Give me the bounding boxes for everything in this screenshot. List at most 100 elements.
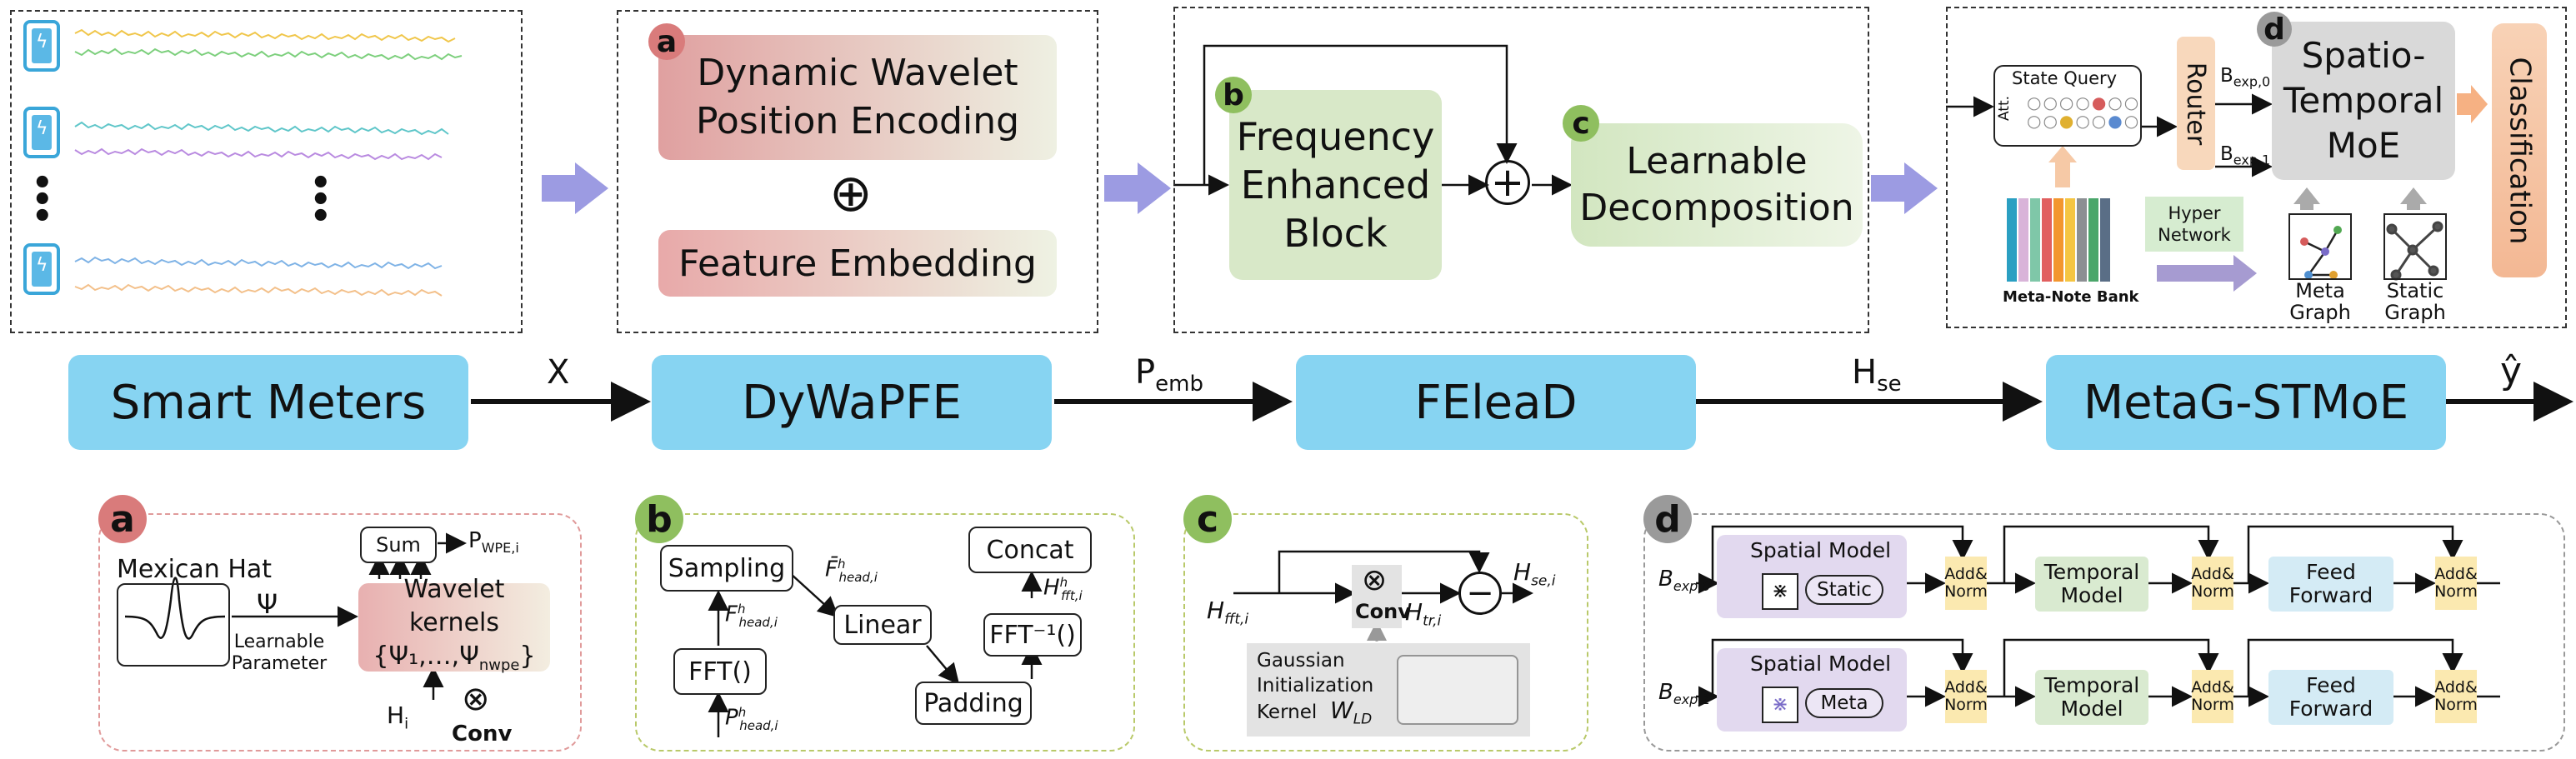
fleead-node: FEleaD — [1296, 355, 1696, 450]
bexp0-label-top: Bexp,0 — [2220, 65, 2271, 90]
edge-label-yhat: ŷ — [2500, 350, 2523, 392]
edge-label-x: X — [547, 353, 570, 392]
bexp1-label-top: Bexp,1 — [2220, 143, 2271, 168]
sampling-box: Sampling — [660, 545, 793, 592]
bottom-c-lines — [1233, 550, 1533, 604]
meta-graph-frame — [2288, 213, 2352, 280]
classification-box: Classification — [2492, 23, 2547, 277]
big-connector-arrows — [542, 162, 1938, 214]
meta-graph-icon — [2300, 226, 2342, 279]
add-norm-2-row0: Add& Norm — [2191, 557, 2234, 610]
pwpe-output-label: PWPE,i — [468, 528, 519, 557]
spatial-model-box-static: Spatial Model ⋇ Static — [1717, 535, 1907, 618]
feature-embedding-box: Feature Embedding — [658, 230, 1057, 297]
edge-label-hse: Hse — [1852, 353, 1902, 397]
meter-icon-2: ϟ — [23, 107, 60, 158]
ellipsis-vertical-icon: ••• — [310, 164, 332, 236]
badge-d-top: d — [2257, 12, 2292, 47]
static-graph-icon — [2386, 221, 2443, 281]
meter-icon-3: ϟ — [23, 243, 60, 295]
ellipsis-vertical-icon: ••• — [32, 164, 53, 236]
moe-flow-lines — [1946, 93, 2273, 177]
learnable-decomposition-box: Learnable Decomposition — [1571, 123, 1863, 247]
p-head-label: Phhead,i — [725, 705, 778, 733]
mexican-hat-curve — [124, 577, 226, 640]
add-norm-2-row1: Add& Norm — [2191, 670, 2234, 723]
state-query-box: State Query Att. ○○○○●○○ ○○●○○●○ — [1993, 65, 2142, 147]
badge-b-top: b — [1215, 77, 1252, 113]
fleead-panel — [1173, 7, 1869, 333]
bank-to-query-arrow — [2048, 146, 2077, 187]
wavelet-kernels-box: Wavelet kernels {Ψ₁,…,Ψnwpe} — [358, 575, 550, 674]
dywapfe-node: DyWaPFE — [652, 355, 1052, 450]
add-norm-3-row1: Add& Norm — [2434, 670, 2478, 723]
frequency-enhanced-block: Frequency Enhanced Block — [1229, 90, 1442, 280]
fleead-flow-lines — [1173, 44, 1573, 196]
sum-box: Sum — [360, 527, 437, 563]
conv-label-a: Conv — [452, 722, 513, 747]
badge-a-bottom: a — [98, 495, 147, 543]
edge-label-pemb: Pemb — [1135, 353, 1203, 397]
spatial-model-box-meta: Spatial Model ⋇ Meta — [1717, 648, 1907, 732]
linear-box: Linear — [833, 605, 932, 645]
padding-box: Padding — [915, 682, 1032, 725]
meter-icon-1: ϟ — [23, 20, 60, 72]
spatio-temporal-moe-box: Spatio- Temporal MoE — [2272, 22, 2455, 180]
dwpe-box: Dynamic Wavelet Position Encoding — [658, 35, 1057, 160]
hi-input-label: Hi — [387, 702, 409, 733]
add-circle-operator: + — [1485, 160, 1530, 205]
fbar-head-label: F̄hhead,i — [825, 557, 878, 585]
add-norm-1-row0: Add& Norm — [1944, 557, 1988, 610]
hfft-input-label: Hfft,i — [1207, 597, 1249, 628]
bottom-c-panel — [1183, 513, 1588, 752]
smart-meters-node: Smart Meters — [68, 355, 468, 450]
conv-operator-a: ⊗ — [462, 680, 490, 718]
badge-c-top: c — [1563, 105, 1599, 142]
hyper-network-box: Hyper Network — [2145, 197, 2243, 252]
psi-label: Ψ — [257, 588, 278, 620]
bottom-d-lines — [1696, 525, 2500, 707]
add-norm-1-row1: Add& Norm — [1944, 670, 1988, 723]
bexp0-input-label: Bexp,0 — [1658, 567, 1711, 595]
htr-label: Htr,i — [1405, 598, 1442, 630]
bottom-d-panel — [1643, 513, 2565, 752]
bottom-b-panel — [635, 513, 1135, 752]
mexican-hat-frame — [117, 583, 230, 667]
add-norm-3-row0: Add& Norm — [2434, 557, 2478, 610]
badge-a-top: a — [648, 23, 685, 60]
meta-note-bank — [2007, 198, 2113, 282]
meta-graph-mini-icon: ⋇ — [1762, 687, 1798, 723]
plus-operator: ⊕ — [829, 162, 873, 223]
static-graph-frame — [2383, 213, 2447, 280]
router-box: Router — [2177, 37, 2215, 170]
hyper-to-meta-arrow — [2157, 255, 2257, 292]
concat-box: Concat — [968, 527, 1092, 573]
dywapfe-panel — [617, 10, 1098, 333]
subtract-circle-operator: − — [1458, 572, 1502, 615]
meta-note-bank-label: Meta-Note Bank — [2003, 288, 2139, 306]
metag-panel — [1946, 7, 2567, 328]
static-graph-up-arrow — [2400, 187, 2427, 210]
metag-stmoe-node: MetaG-STMoE — [2046, 355, 2446, 450]
badge-c-bottom: c — [1183, 495, 1232, 543]
fft-box: FFT() — [673, 648, 767, 695]
bottom-a-panel — [98, 513, 582, 752]
smart-meter-panel — [10, 10, 523, 333]
badge-b-bottom: b — [635, 495, 683, 543]
meter-signal-traces — [74, 28, 463, 297]
moe-to-class-arrow — [2457, 85, 2488, 123]
ifft-box: FFT⁻¹() — [983, 613, 1082, 657]
hse-output-label: Hse,i — [1513, 558, 1556, 590]
badge-d-bottom: d — [1643, 495, 1692, 543]
meta-graph-up-arrow — [2293, 187, 2320, 210]
query-dots: ○○○○●○○ ○○●○○●○ — [2027, 92, 2141, 131]
mexican-hat-label: Mexican Hat — [117, 555, 273, 584]
h-fft-label: Hhfft,i — [1043, 575, 1083, 603]
f-head-label: Fhhead,i — [725, 602, 778, 630]
